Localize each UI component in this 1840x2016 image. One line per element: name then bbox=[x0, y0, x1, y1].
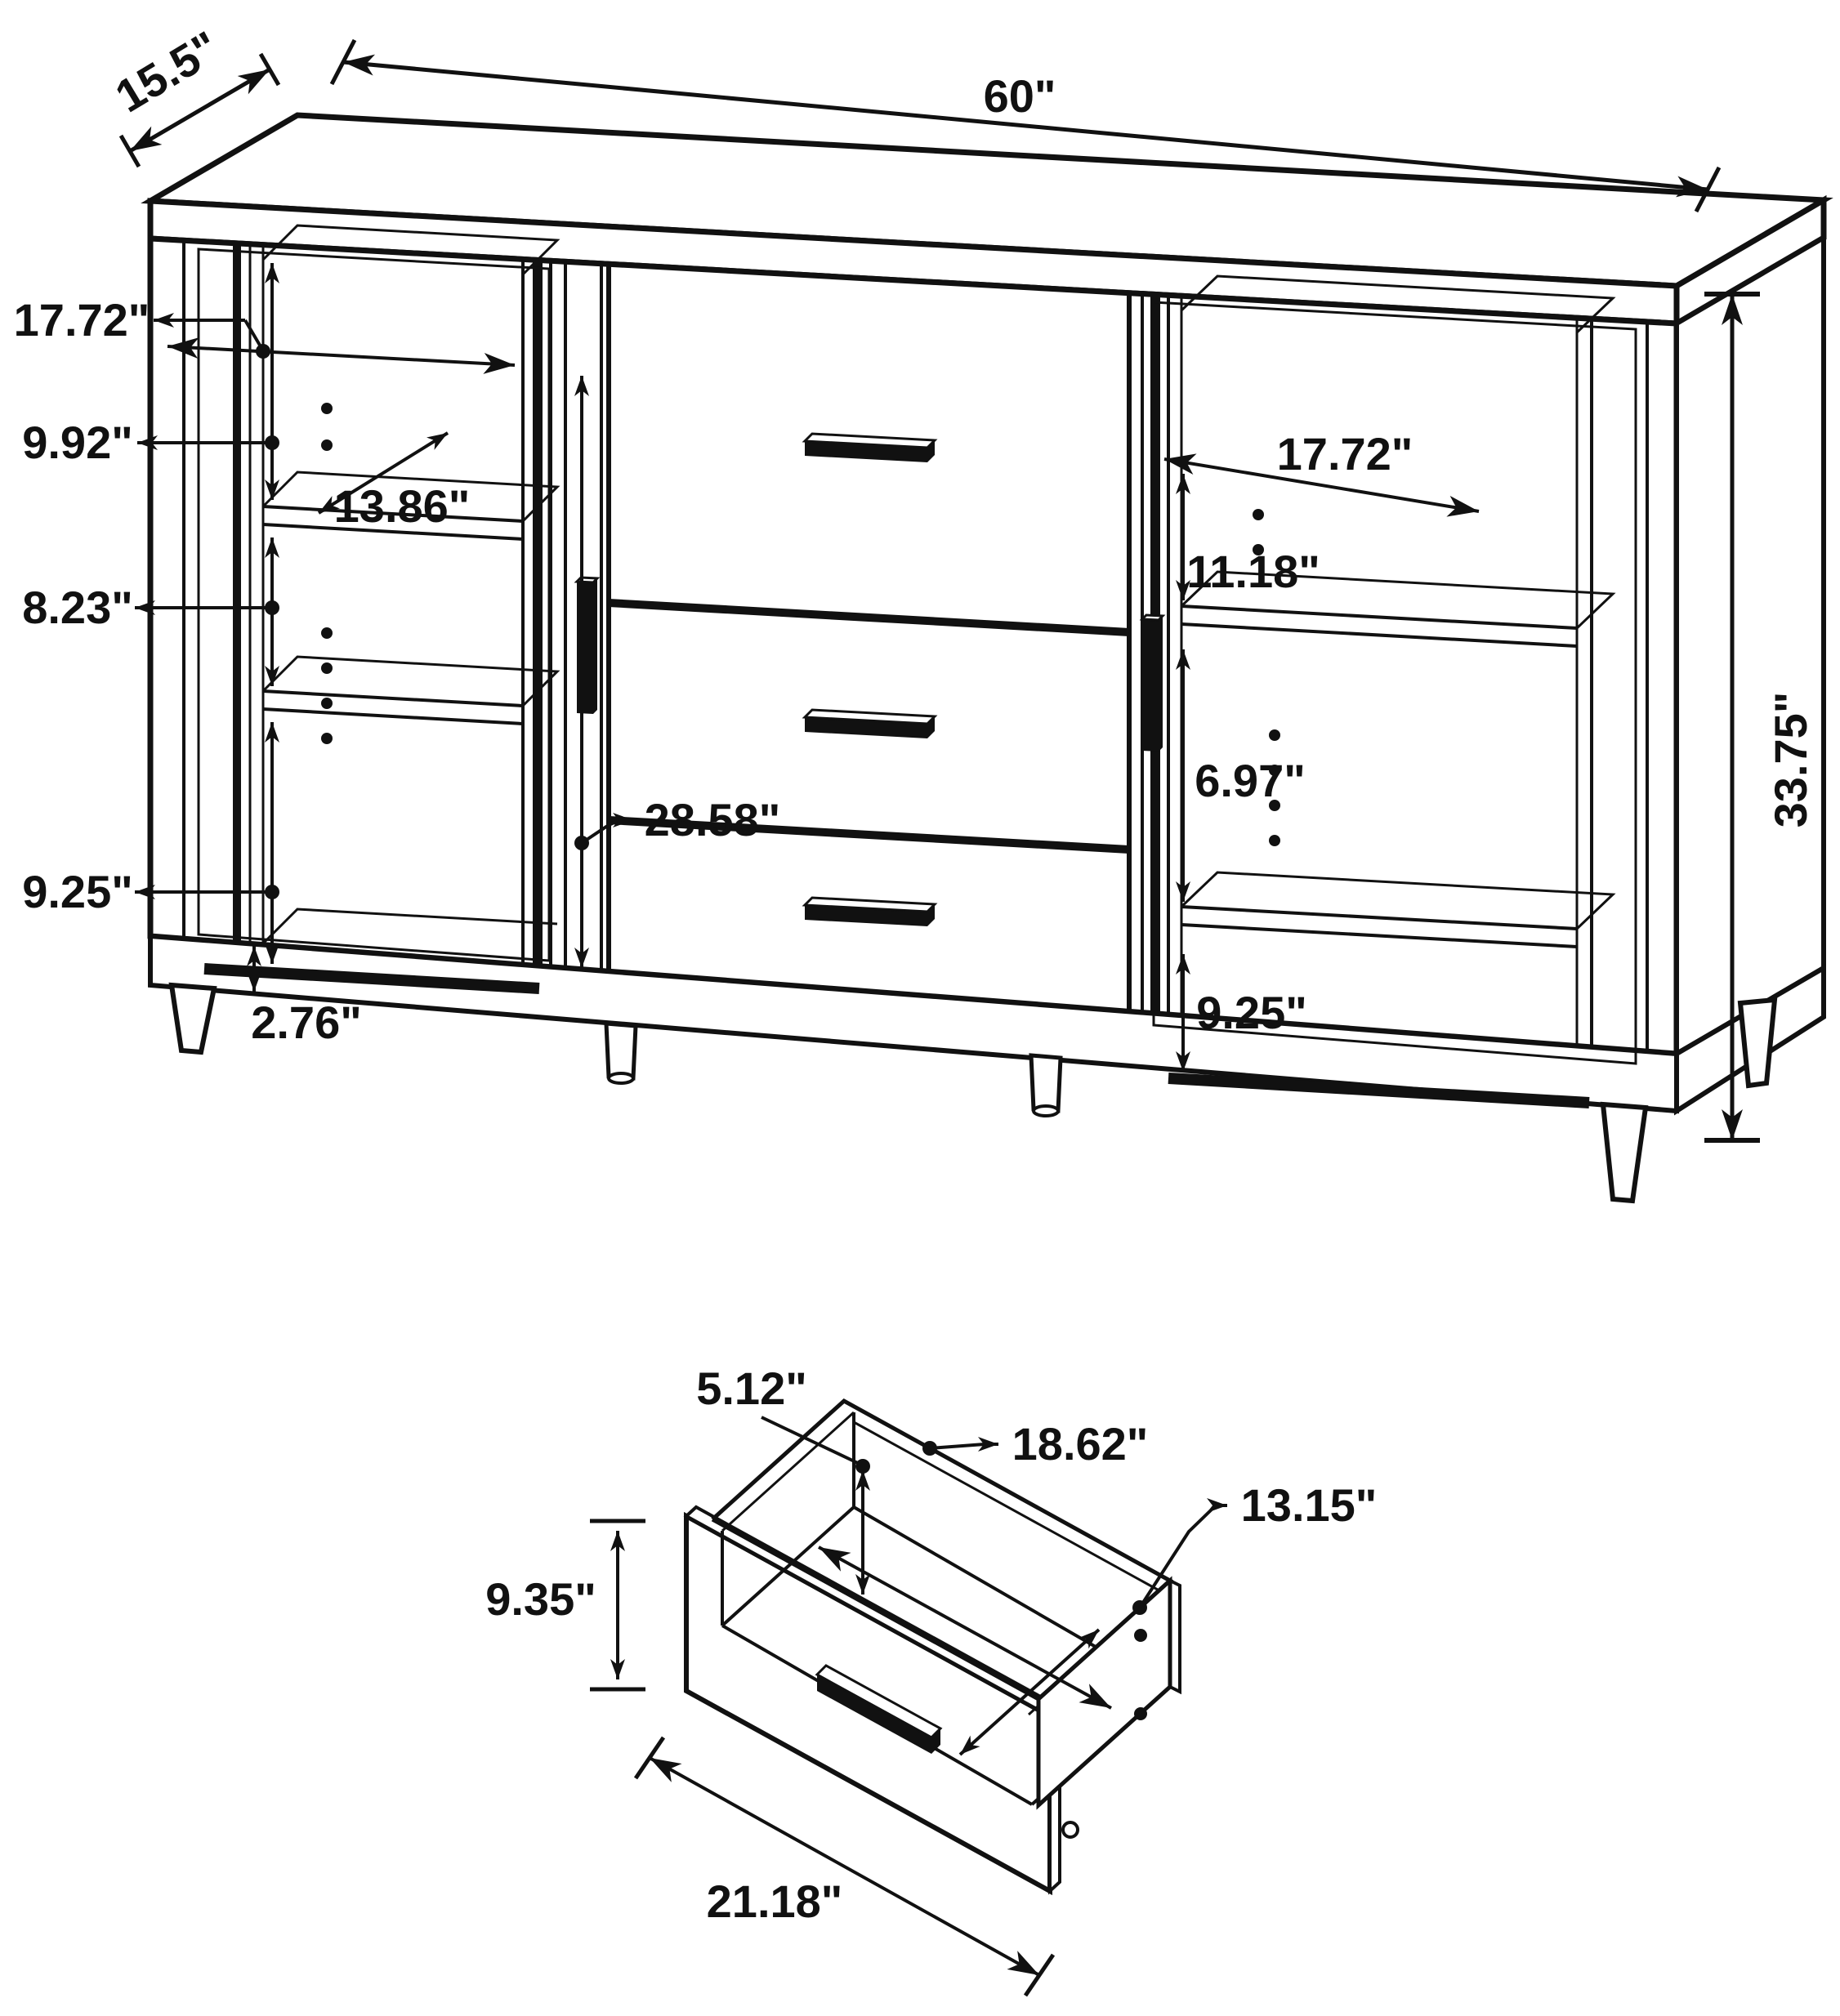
drawer-divider-2 bbox=[608, 816, 1130, 854]
dim-label-left-middle-opening: 8.23" bbox=[22, 582, 133, 633]
middle-left-leg bbox=[604, 1021, 638, 1081]
cabinet-dimensions bbox=[118, 38, 1760, 1143]
drawer-dimensions bbox=[590, 1416, 1227, 1997]
dim-label-left-top-opening: 9.92" bbox=[22, 417, 133, 468]
dim-label-drawer-interior-height: 5.12" bbox=[696, 1363, 807, 1414]
dim-label-right-bottom-opening: 9.25" bbox=[1196, 987, 1307, 1038]
cabinet-carcass bbox=[147, 233, 1826, 1116]
dim-label-drawer-interior-depth: 13.15" bbox=[1241, 1479, 1378, 1531]
middle-right-leg bbox=[1029, 1053, 1063, 1113]
left-glass-door-pane bbox=[197, 248, 551, 962]
dim-label-right-top-opening: 11.18" bbox=[1186, 546, 1320, 597]
front-right-leg bbox=[1600, 1101, 1649, 1204]
cabinet-legs bbox=[168, 982, 1778, 1204]
drawer-bank bbox=[608, 432, 1130, 926]
dim-label-right-middle-opening: 6.97" bbox=[1195, 755, 1306, 806]
cabinet-figure: 15.5" 60" 33.75" 17.72" 9.92" 13.86" 8.2… bbox=[14, 21, 1833, 1204]
right-door-handle bbox=[1139, 613, 1166, 752]
drawer-figure: 5.12" 18.62" 13.15" 9.35" 21.18" bbox=[485, 1363, 1378, 1997]
depth-dimension-line bbox=[128, 67, 271, 154]
width-dimension-line bbox=[342, 54, 1708, 198]
dim-label-left-shelf-depth: 13.86" bbox=[334, 480, 471, 532]
cabinet-right-side-panel bbox=[1674, 233, 1826, 1059]
dim-label-drawer-front-height: 9.35" bbox=[485, 1573, 596, 1625]
drawer-divider-1 bbox=[608, 599, 1130, 636]
drawer-handle-top bbox=[802, 432, 938, 462]
dim-label-left-bottom-opening: 9.25" bbox=[22, 866, 133, 917]
right-shelf-bottom-shadow bbox=[1168, 1073, 1590, 1108]
front-left-leg bbox=[168, 982, 217, 1055]
dim-label-middle-interior-height: 28.58" bbox=[645, 794, 781, 845]
left-door-handle bbox=[574, 576, 601, 714]
right-glass-door-pane bbox=[1152, 301, 1637, 1065]
back-right-leg bbox=[1737, 997, 1778, 1089]
drawer-dowel-hole bbox=[1061, 1821, 1079, 1839]
dim-label-left-interior-width: 17.72" bbox=[14, 294, 150, 346]
dim-label-drawer-front-width: 21.18" bbox=[707, 1876, 843, 1927]
drawer-bottom-panel bbox=[721, 1505, 1165, 1806]
dim-label-cabinet-width: 60" bbox=[984, 70, 1056, 122]
drawer-handle-bottom bbox=[802, 896, 938, 926]
dim-label-right-interior-width: 17.72" bbox=[1277, 428, 1413, 479]
dim-label-base-height: 2.76" bbox=[251, 997, 362, 1048]
drawer-handle-middle bbox=[802, 708, 938, 738]
right-cabinet-shelves bbox=[1168, 274, 1616, 1108]
dim-label-drawer-interior-width: 18.62" bbox=[1012, 1418, 1149, 1470]
dim-label-cabinet-height: 33.75" bbox=[1765, 692, 1816, 828]
